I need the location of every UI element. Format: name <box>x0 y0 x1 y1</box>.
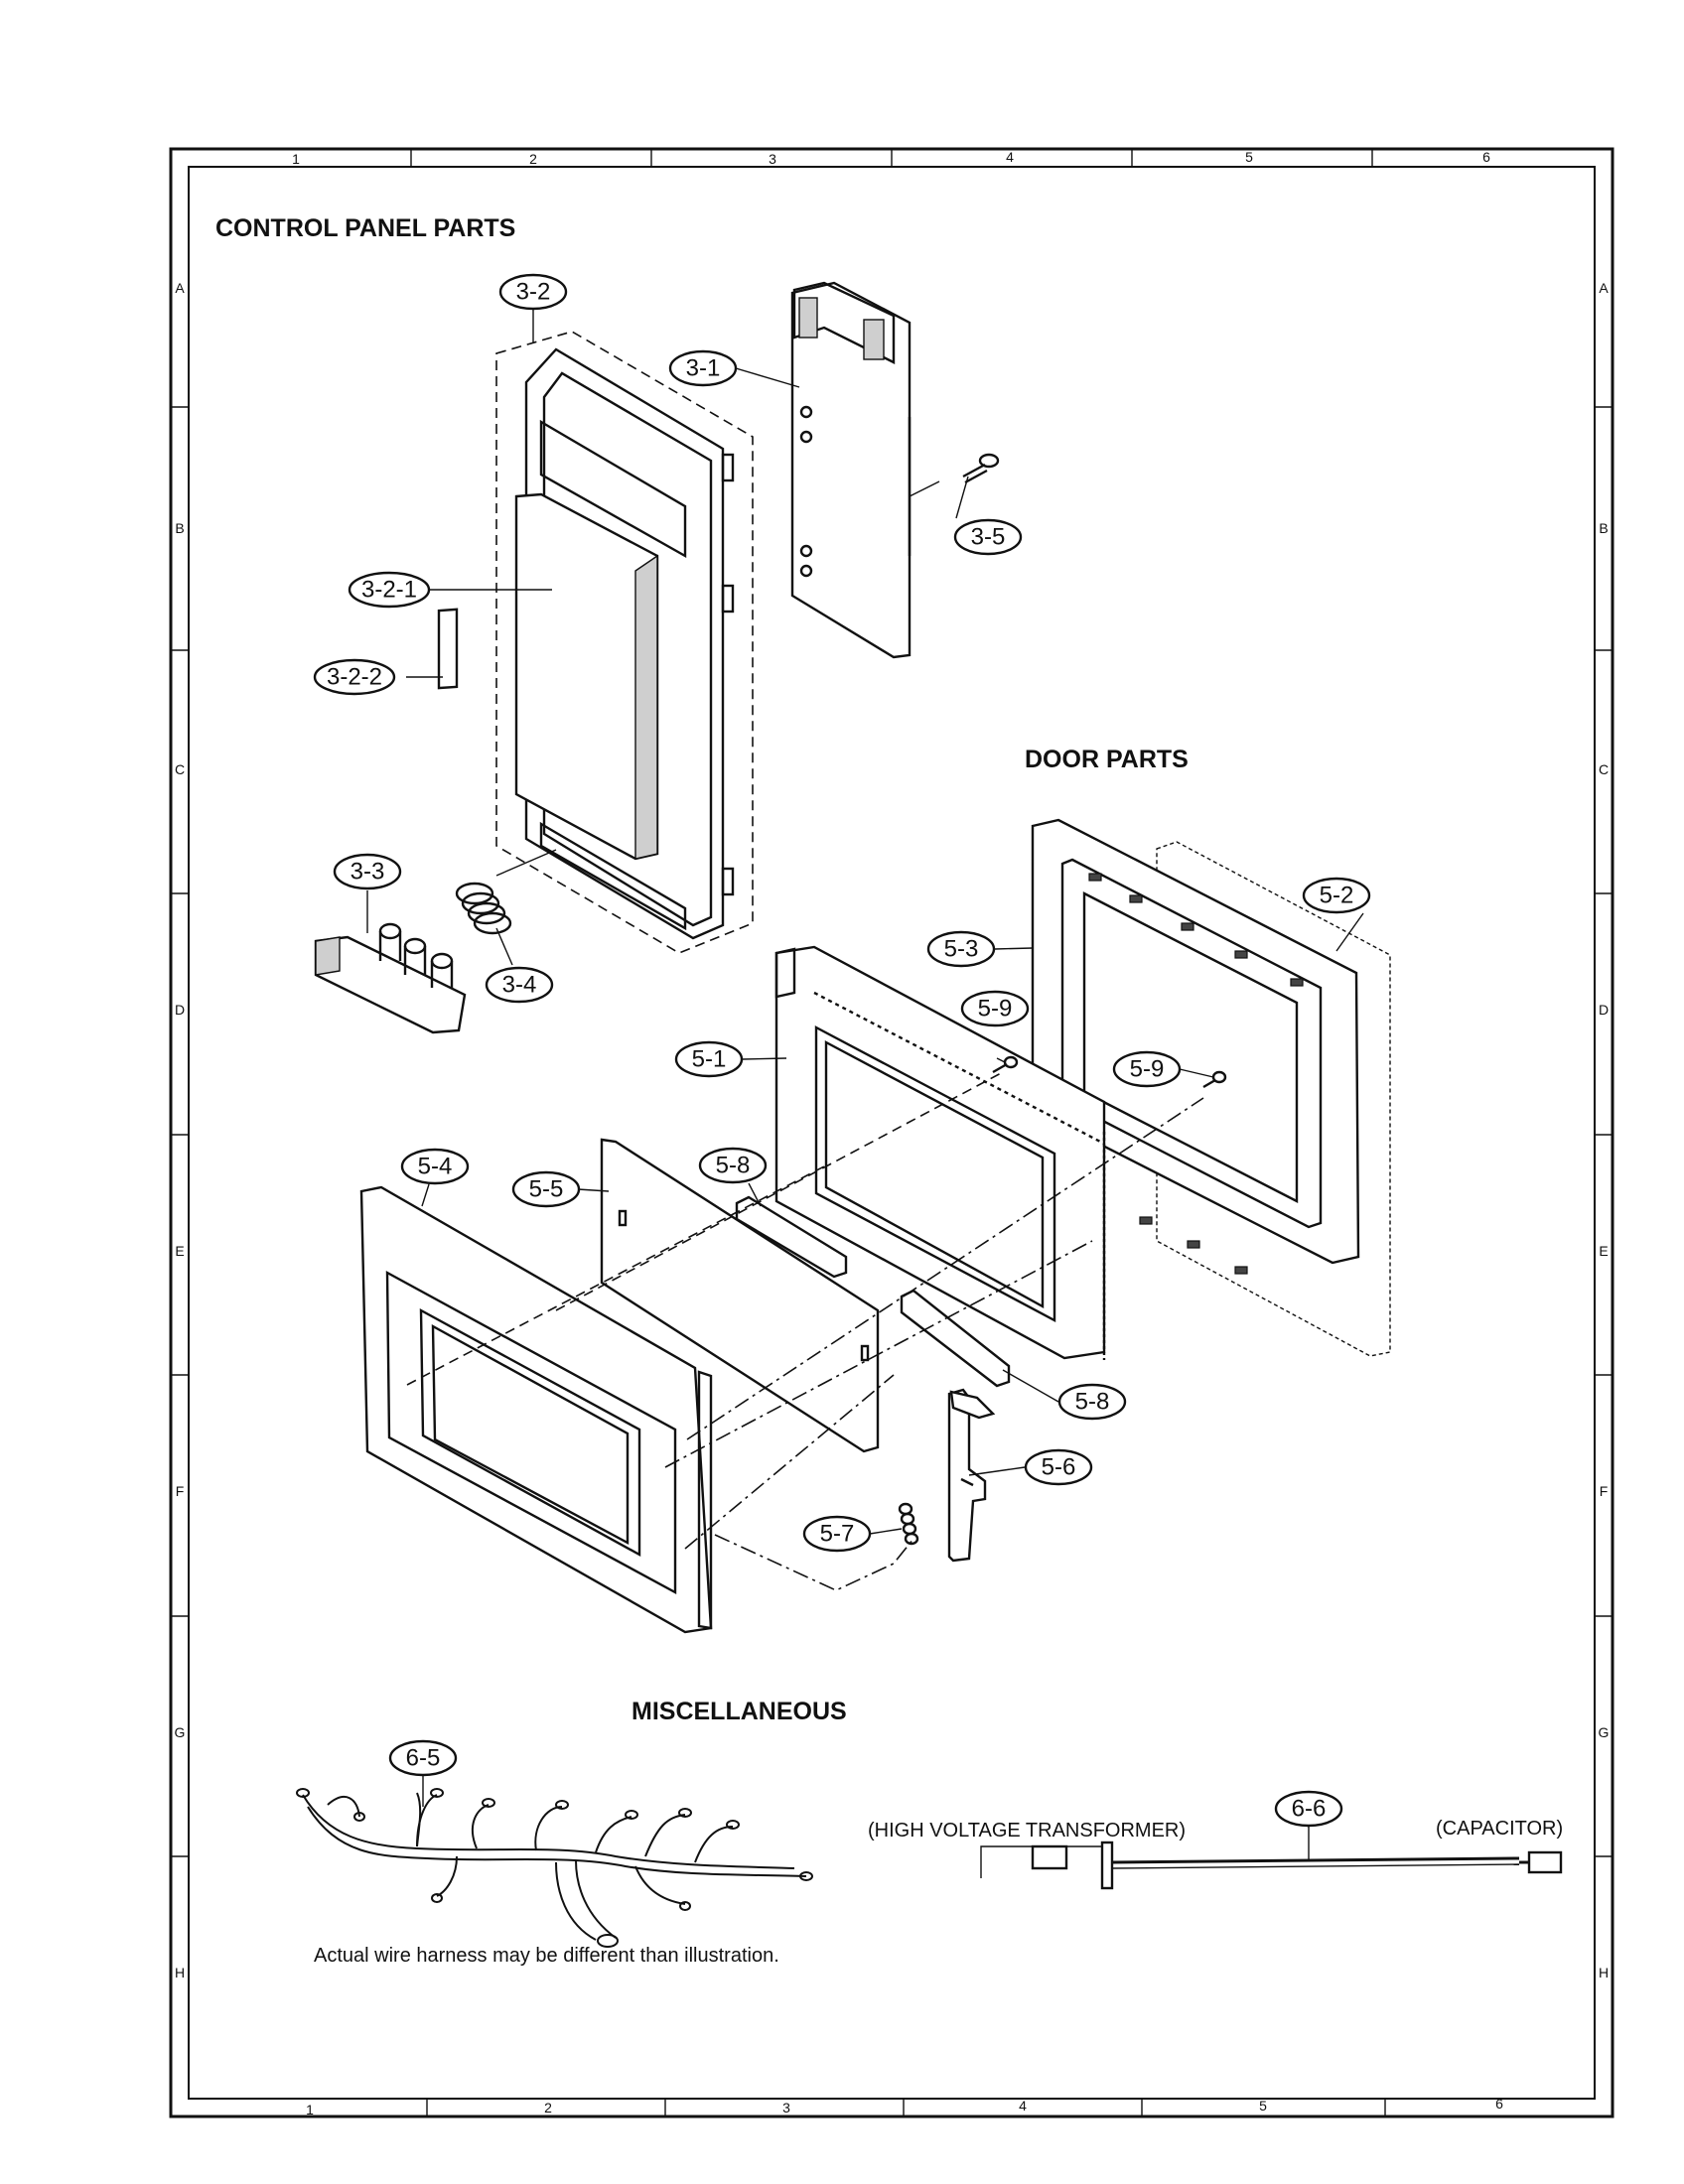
grid-row-left-A: A <box>175 280 185 296</box>
grid-row-right-C: C <box>1599 761 1609 777</box>
callout-3-2: 3-2 <box>498 273 568 311</box>
callout-5-9-right-text: 5-9 <box>1130 1056 1165 1083</box>
grid-col-bottom-5: 5 <box>1259 2098 1267 2114</box>
callout-3-4: 3-4 <box>485 966 554 1004</box>
grid-row-right-H: H <box>1599 1965 1609 1980</box>
callout-5-4: 5-4 <box>400 1148 470 1185</box>
heading-miscellaneous: MISCELLANEOUS <box>632 1698 847 1725</box>
callout-5-9-left: 5-9 <box>960 990 1030 1027</box>
heading-control-panel-parts: CONTROL PANEL PARTS <box>215 214 515 242</box>
callout-5-5-text: 5-5 <box>529 1176 564 1203</box>
grid-col-top-5: 5 <box>1245 149 1253 165</box>
callout-6-6-text: 6-6 <box>1292 1796 1327 1823</box>
callout-3-3: 3-3 <box>333 853 402 890</box>
door-screen <box>600 1138 880 1453</box>
callout-5-2: 5-2 <box>1302 877 1371 914</box>
grid-col-bottom-3: 3 <box>782 2100 790 2116</box>
callout-5-6: 5-6 <box>1024 1448 1093 1486</box>
callout-5-4-text: 5-4 <box>418 1154 453 1180</box>
harness-note: Actual wire harness may be different tha… <box>314 1945 779 1967</box>
grid-row-right-G: G <box>1599 1724 1610 1740</box>
control-unit-board <box>790 281 912 659</box>
callout-5-8-upper-text: 5-8 <box>716 1153 751 1179</box>
callout-3-5: 3-5 <box>953 518 1023 556</box>
callout-5-1: 5-1 <box>674 1040 744 1078</box>
wire-harness <box>296 1788 813 1948</box>
grid-col-top-4: 4 <box>1006 149 1014 165</box>
callout-3-4-text: 3-4 <box>502 972 537 999</box>
grid-col-bottom-1: 1 <box>306 2102 314 2117</box>
grid-row-right-D: D <box>1599 1002 1609 1018</box>
callout-5-5: 5-5 <box>511 1170 581 1208</box>
grid-row-left-H: H <box>175 1965 185 1980</box>
grid-row-left-F: F <box>176 1483 185 1499</box>
grid-col-top-1: 1 <box>292 151 300 167</box>
callout-3-1: 3-1 <box>668 349 738 387</box>
door-assembly-lines <box>406 1071 1204 1591</box>
callout-5-3-text: 5-3 <box>944 936 979 963</box>
indicator-label <box>437 608 459 690</box>
control-panel-assembly-outline <box>495 331 754 954</box>
high-voltage-wire <box>980 1822 1563 1890</box>
key-unit <box>314 922 467 1034</box>
grid-col-bottom-4: 4 <box>1019 2098 1027 2114</box>
callout-5-9-right: 5-9 <box>1112 1050 1182 1088</box>
grid-col-bottom-2: 2 <box>544 2100 552 2116</box>
latch-head <box>947 1388 996 1563</box>
callout-6-5-text: 6-5 <box>406 1745 441 1772</box>
door-seal-sheet <box>1156 841 1391 1357</box>
drawing-frame: 1 2 3 4 5 6 1 2 3 4 5 6 A B C D E F G H … <box>169 147 1614 2118</box>
grid-row-left-B: B <box>175 520 184 536</box>
callout-3-1-text: 3-1 <box>686 355 721 382</box>
grid-row-left-E: E <box>175 1243 184 1259</box>
callout-3-5-text: 3-5 <box>971 524 1006 551</box>
callout-3-3-text: 3-3 <box>351 859 385 886</box>
callout-5-8-lower-text: 5-8 <box>1075 1389 1110 1416</box>
callout-5-7: 5-7 <box>802 1515 872 1553</box>
callout-5-3: 5-3 <box>926 930 996 968</box>
callout-3-2-text: 3-2 <box>516 279 551 306</box>
callout-5-1-text: 5-1 <box>692 1046 727 1073</box>
grid-row-left-C: C <box>175 761 185 777</box>
latch-spring <box>898 1502 919 1546</box>
callout-5-9-left-text: 5-9 <box>978 996 1013 1023</box>
grid-row-right-A: A <box>1599 280 1609 296</box>
callout-3-2-2-text: 3-2-2 <box>327 664 382 691</box>
grid-col-top-2: 2 <box>529 151 537 167</box>
door-frame <box>359 1185 713 1634</box>
callout-6-5: 6-5 <box>388 1739 458 1777</box>
grid-col-top-6: 6 <box>1482 149 1490 165</box>
grid-row-left-G: G <box>175 1724 186 1740</box>
callout-5-8-lower: 5-8 <box>1057 1383 1127 1421</box>
callout-5-2-text: 5-2 <box>1320 883 1354 909</box>
callout-5-6-text: 5-6 <box>1042 1454 1076 1481</box>
callout-5-8-upper: 5-8 <box>698 1147 768 1184</box>
grid-row-right-E: E <box>1599 1243 1608 1259</box>
grid-row-right-B: B <box>1599 520 1608 536</box>
callout-3-2-2: 3-2-2 <box>313 658 396 696</box>
hv-transformer-label: (HIGH VOLTAGE TRANSFORMER) <box>868 1820 1186 1842</box>
heading-door-parts: DOOR PARTS <box>1025 746 1189 773</box>
grid-row-left-D: D <box>175 1002 185 1018</box>
membrane-sheet <box>514 492 659 861</box>
capacitor-label: (CAPACITOR) <box>1436 1818 1563 1840</box>
choke-piece-upper <box>735 1195 848 1279</box>
callout-3-2-1: 3-2-1 <box>348 571 431 609</box>
spring <box>455 882 512 935</box>
grid-col-top-3: 3 <box>769 151 776 167</box>
callout-5-7-text: 5-7 <box>820 1521 855 1548</box>
grid-col-bottom-6: 6 <box>1495 2096 1503 2112</box>
door-screw-left <box>992 1055 1019 1074</box>
door-leader-lines <box>421 912 1364 1535</box>
callout-3-2-1-text: 3-2-1 <box>361 577 417 604</box>
screw <box>962 453 1000 484</box>
control-panel-leader-lines <box>366 309 969 966</box>
grid-row-right-F: F <box>1600 1483 1609 1499</box>
door-panel <box>774 945 1106 1360</box>
callout-6-6: 6-6 <box>1274 1790 1343 1828</box>
